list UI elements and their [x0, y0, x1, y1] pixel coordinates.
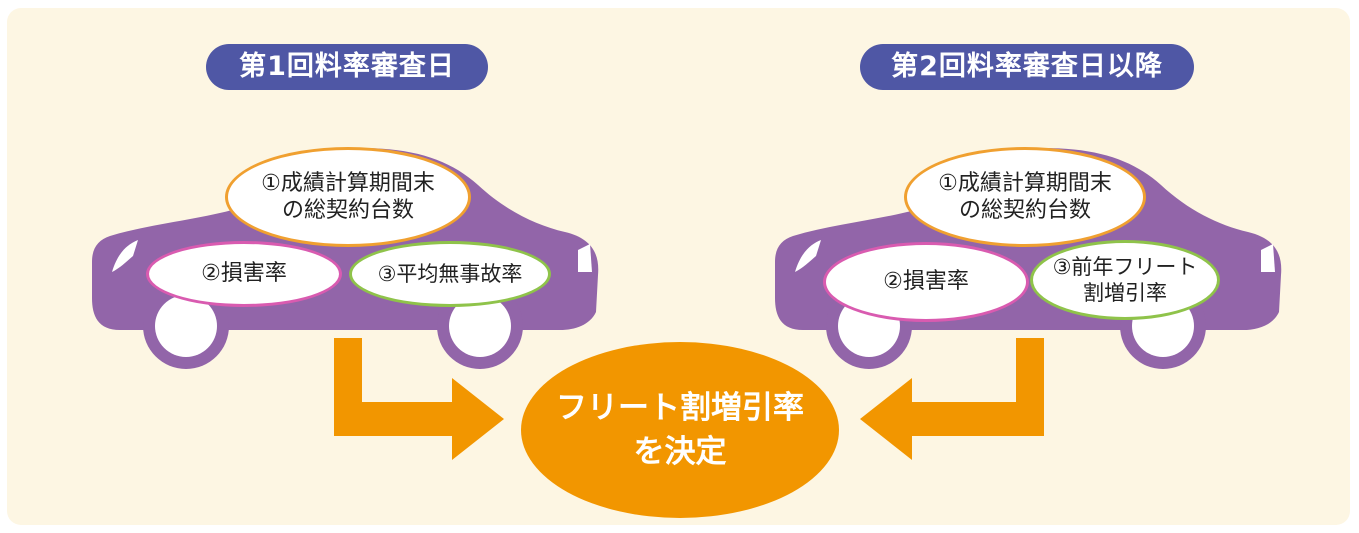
right-factor-loss-ratio: ②損害率 — [823, 242, 1029, 322]
result-fleet-rate: フリート割増引率 を決定 — [521, 342, 839, 518]
left-car-rear-light — [112, 240, 138, 272]
left-factor-total-contracts: ①成績計算期間末 の総契約台数 — [225, 147, 471, 247]
left-arrow-icon — [334, 338, 504, 460]
right-title: 第2回料率審査日以降 — [860, 44, 1194, 90]
right-car-front-light — [1261, 244, 1275, 272]
left-factor-loss-ratio: ②損害率 — [146, 241, 342, 307]
left-title: 第1回料率審査日 — [206, 44, 488, 90]
right-arrow-icon — [860, 338, 1044, 460]
right-car-rear-light — [795, 240, 821, 272]
right-factor-previous-fleet-rate: ③前年フリート 割増引率 — [1030, 240, 1220, 320]
right-factor-total-contracts: ①成績計算期間末 の総契約台数 — [904, 147, 1146, 247]
left-car-front-light — [578, 244, 592, 272]
left-factor-avg-no-accident-rate: ③平均無事故率 — [349, 241, 551, 307]
